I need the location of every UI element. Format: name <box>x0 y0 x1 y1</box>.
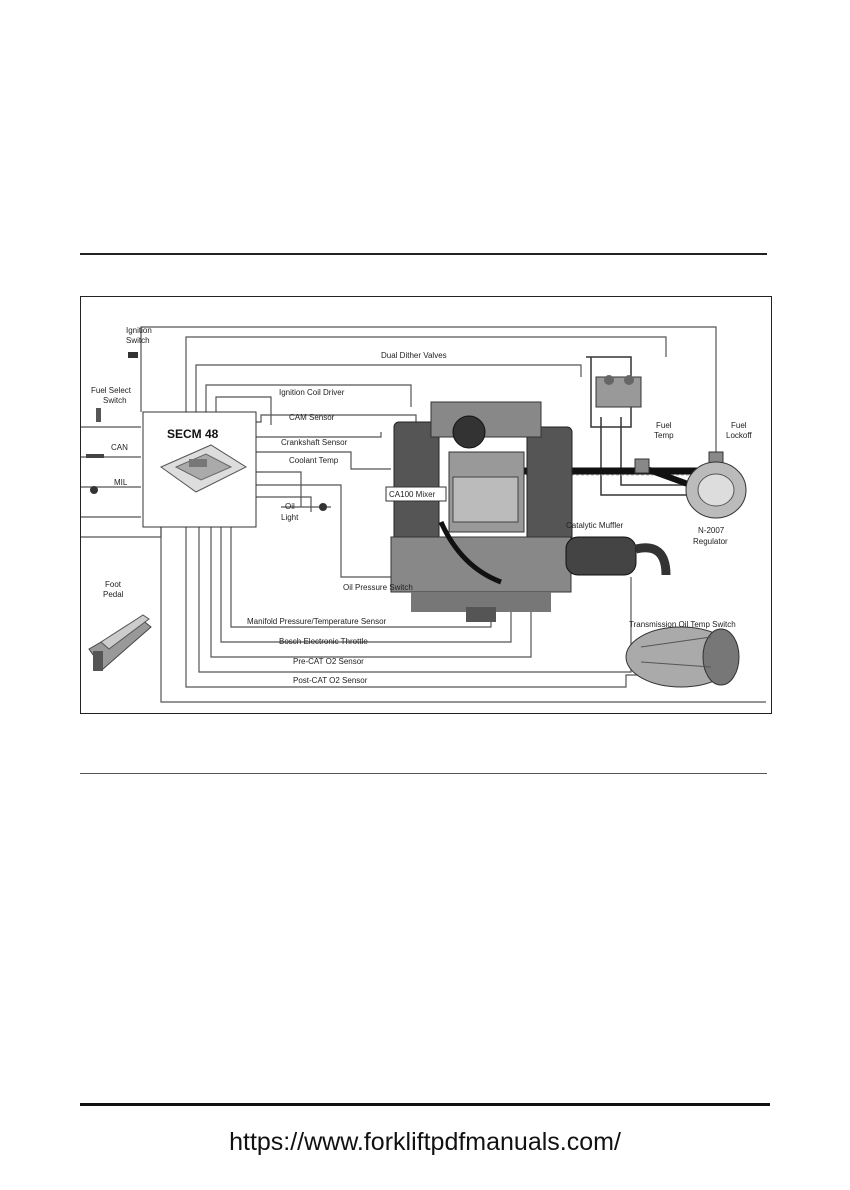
label-foot-pedal-2: Pedal <box>103 590 124 599</box>
label-ignition-switch-1: Ignition <box>126 326 152 335</box>
label-coolant-temp: Coolant Temp <box>289 456 339 465</box>
mixer-label-box <box>385 486 447 502</box>
label-pre-cat-o2: Pre-CAT O2 Sensor <box>293 657 364 666</box>
dither-valves-image <box>595 375 642 408</box>
label-crankshaft-sensor: Crankshaft Sensor <box>281 438 348 447</box>
top-divider <box>80 253 767 255</box>
label-dual-dither-valves: Dual Dither Valves <box>381 351 447 360</box>
fuel-lines <box>586 356 711 496</box>
label-oil-light-1: Oil <box>285 502 295 511</box>
middle-divider <box>80 773 767 774</box>
regulator-image <box>685 461 747 519</box>
secm-circuit-board <box>159 444 248 493</box>
label-regulator-1: N-2007 <box>698 526 725 535</box>
footer-divider <box>80 1103 770 1106</box>
foot-pedal-image <box>88 614 152 671</box>
label-fuel-select-1: Fuel Select <box>91 386 132 395</box>
mil-lamp-icon <box>90 486 98 494</box>
label-fuel-select-2: Switch <box>103 396 127 405</box>
label-oil-light-2: Light <box>281 513 299 522</box>
oil-light-icon <box>319 503 327 511</box>
engine-control-system-diagram: Ignition Switch Fuel Select Switch CAN M… <box>80 296 772 714</box>
label-post-cat-o2: Post-CAT O2 Sensor <box>293 676 368 685</box>
label-oil-pressure-switch: Oil Pressure Switch <box>343 583 413 592</box>
label-ignition-coil-driver: Ignition Coil Driver <box>279 388 345 397</box>
label-ignition-switch-2: Switch <box>126 336 150 345</box>
label-trans-oil-temp: Transmission Oil Temp Switch <box>629 620 736 629</box>
transmission-image <box>625 626 740 688</box>
label-can: CAN <box>111 443 128 452</box>
label-fuel-lockoff-1: Fuel <box>731 421 747 430</box>
label-fuel-lockoff-2: Lockoff <box>726 431 752 440</box>
label-foot-pedal-1: Foot <box>105 580 122 589</box>
label-bosch-throttle: Bosch Electronic Throttle <box>279 637 368 646</box>
label-cam-sensor: CAM Sensor <box>289 413 335 422</box>
engine-image <box>390 401 573 622</box>
can-connector-icon <box>86 454 104 458</box>
label-fuel-temp-1: Fuel <box>656 421 672 430</box>
fuel-temp-sensor-image <box>634 458 650 474</box>
ignition-switch-icon <box>128 352 138 358</box>
label-secm: SECM 48 <box>167 427 219 441</box>
catalytic-muffler-image <box>565 536 671 576</box>
label-map-sensor: Manifold Pressure/Temperature Sensor <box>247 617 387 626</box>
wiring-diagram-svg: Ignition Switch Fuel Select Switch CAN M… <box>81 326 766 703</box>
label-catalytic-muffler: Catalytic Muffler <box>566 521 624 530</box>
label-fuel-temp-2: Temp <box>654 431 674 440</box>
label-regulator-2: Regulator <box>693 537 728 546</box>
footer-url[interactable]: https://www.forkliftpdfmanuals.com/ <box>229 1128 621 1156</box>
fuel-select-switch-icon <box>96 408 101 422</box>
label-mil: MIL <box>114 478 128 487</box>
label-ca100-mixer: CA100 Mixer <box>389 490 436 499</box>
